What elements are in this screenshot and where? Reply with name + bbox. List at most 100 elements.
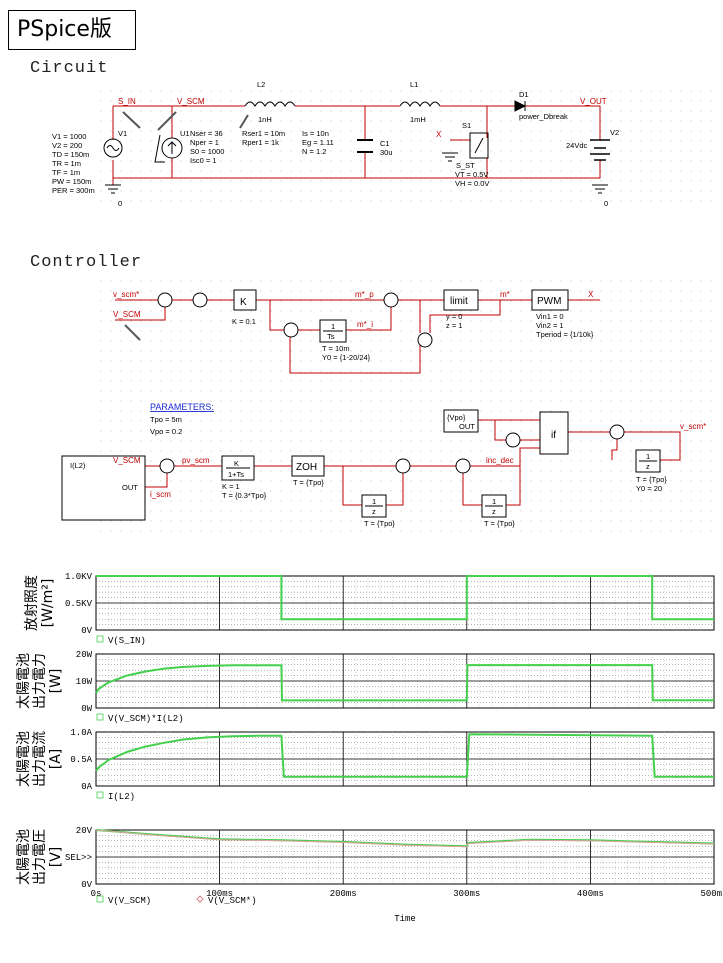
circuit-components bbox=[103, 100, 610, 194]
v1-param-5: PW = 150m bbox=[52, 177, 91, 186]
u1-param-a3: Isc0 = 1 bbox=[190, 156, 216, 165]
ylabel-0: 放射照度[W/m²] bbox=[24, 575, 56, 631]
probe-3 bbox=[239, 114, 249, 129]
page-title: PSpice版 bbox=[8, 10, 136, 50]
ylabel-line: 放射照度 bbox=[24, 575, 40, 631]
sum-4 bbox=[283, 322, 299, 338]
il2-label: I(L2) bbox=[70, 461, 86, 470]
u1-param-c1: Eg = 1.11 bbox=[302, 138, 334, 147]
lpf-param-1: T = {0.3*Tpo} bbox=[222, 491, 267, 500]
legend-marker bbox=[196, 895, 204, 903]
z3-num: 1 bbox=[646, 452, 650, 461]
m-i-net: m*_i bbox=[357, 320, 373, 329]
z1-den: z bbox=[372, 507, 376, 516]
z2-num: 1 bbox=[492, 497, 496, 506]
ylabel-line: [V] bbox=[48, 847, 64, 868]
legend-marker bbox=[96, 895, 104, 903]
u1-name: U1 bbox=[180, 129, 190, 138]
d1-model: power_Dbreak bbox=[519, 112, 568, 121]
integ-param-0: T = 10m bbox=[322, 344, 350, 353]
v1-param-6: PER = 300m bbox=[52, 186, 95, 195]
probe-2 bbox=[157, 111, 177, 131]
ylabel-2: 太陽電池出力電流[A] bbox=[16, 731, 64, 787]
ytick-label: 1.0A bbox=[70, 728, 92, 738]
mppt-v-scm: V_SCM bbox=[113, 456, 141, 465]
d1-name: D1 bbox=[519, 90, 529, 99]
inc-dec-net: inc_dec bbox=[486, 456, 514, 465]
neg-block bbox=[505, 432, 521, 448]
parameters-item-0: Tpo = 5m bbox=[150, 415, 182, 424]
sum-3 bbox=[383, 292, 399, 308]
cmp-2 bbox=[455, 458, 471, 474]
ytick-label: SEL>> bbox=[65, 853, 92, 863]
pwm-label: PWM bbox=[537, 296, 561, 307]
z3-param-1: Y0 = 20 bbox=[636, 484, 662, 493]
ylabel-line: 太陽電池 bbox=[16, 731, 32, 787]
sum-5 bbox=[609, 424, 625, 440]
m-p-net: m*_p bbox=[355, 290, 374, 299]
ytick-label: 0W bbox=[81, 704, 92, 714]
v1-param-4: TF = 1m bbox=[52, 168, 80, 177]
zoh-param: T = {Tpo} bbox=[293, 478, 324, 487]
z3-den: z bbox=[646, 462, 650, 471]
controller-probes bbox=[124, 324, 141, 341]
k-param: K = 0.1 bbox=[232, 317, 256, 326]
legend-marker bbox=[96, 713, 104, 721]
v2-battery bbox=[590, 139, 610, 161]
k-block bbox=[233, 289, 257, 311]
series-line-2-0 bbox=[95, 733, 714, 778]
mul-2 bbox=[159, 458, 175, 474]
limit-block bbox=[443, 289, 479, 311]
lpf-num: K bbox=[234, 459, 239, 468]
z1-num: 1 bbox=[372, 497, 376, 506]
gnd-label-2: 0 bbox=[604, 199, 608, 208]
net-v-out: V_OUT bbox=[580, 97, 607, 106]
v1-param-2: TD = 150m bbox=[52, 150, 89, 159]
ylabel-line: [W] bbox=[48, 669, 64, 694]
s1-switch bbox=[469, 132, 489, 159]
l2-name: L2 bbox=[257, 80, 265, 89]
c1-name: C1 bbox=[380, 139, 390, 148]
v1-source bbox=[103, 138, 123, 158]
v1-name: V1 bbox=[118, 129, 127, 138]
z2-param: T = {Tpo} bbox=[484, 519, 515, 528]
legend-label: I(L2) bbox=[108, 792, 135, 802]
u1-param-a1: Nper = 1 bbox=[190, 138, 219, 147]
l2-value: 1nH bbox=[258, 115, 272, 124]
parameters-header: PARAMETERS: bbox=[150, 402, 214, 412]
probe-1 bbox=[122, 111, 141, 129]
ylabel-3: 太陽電池出力電圧[V] bbox=[16, 829, 64, 885]
u1-solar-cell bbox=[161, 137, 183, 159]
s1-name: S1 bbox=[462, 121, 471, 130]
c1-capacitor bbox=[357, 139, 373, 153]
v2-name: V2 bbox=[610, 128, 619, 137]
if-label: if bbox=[551, 430, 556, 441]
gnd-1 bbox=[105, 184, 121, 194]
ytick-label: 20V bbox=[76, 826, 93, 836]
u1-param-b1: Rper1 = 1k bbox=[242, 138, 279, 147]
limit-label: limit bbox=[450, 296, 468, 307]
plot-panel-3: 20VSEL>>0V太陽電池出力電圧[V]V(V_SCM)V(V_SCM*)0s… bbox=[16, 826, 723, 924]
net-v-scm: V_SCM bbox=[177, 97, 205, 106]
z1-param: T = {Tpo} bbox=[364, 519, 395, 528]
legend-label: V(V_SCM)*I(L2) bbox=[108, 714, 184, 724]
legend-label: V(V_SCM*) bbox=[208, 896, 257, 906]
controller-blocks bbox=[61, 289, 661, 521]
legend-label: V(V_SCM) bbox=[108, 896, 151, 906]
s1-param-1: VH = 0.0V bbox=[455, 179, 489, 188]
xtick-label: 200ms bbox=[330, 889, 357, 899]
u1-param-a0: Nser = 36 bbox=[190, 129, 223, 138]
ylabel-1: 太陽電池出力電力[W] bbox=[16, 653, 64, 709]
net-s-in: S_IN bbox=[118, 97, 136, 106]
ylabel-line: [W/m²] bbox=[40, 579, 56, 628]
xtick-label: 100ms bbox=[206, 889, 233, 899]
ytick-label: 1.0KV bbox=[65, 572, 93, 582]
vpo-out: OUT bbox=[459, 422, 475, 431]
ctrl-in2: V_SCM bbox=[113, 310, 141, 319]
v1-param-0: V1 = 1000 bbox=[52, 132, 86, 141]
l1-value: 1mH bbox=[410, 115, 426, 124]
sum-1 bbox=[157, 292, 173, 308]
xtick-label: 0s bbox=[91, 889, 102, 899]
pwm-param-1: Vin2 = 1 bbox=[536, 321, 564, 330]
